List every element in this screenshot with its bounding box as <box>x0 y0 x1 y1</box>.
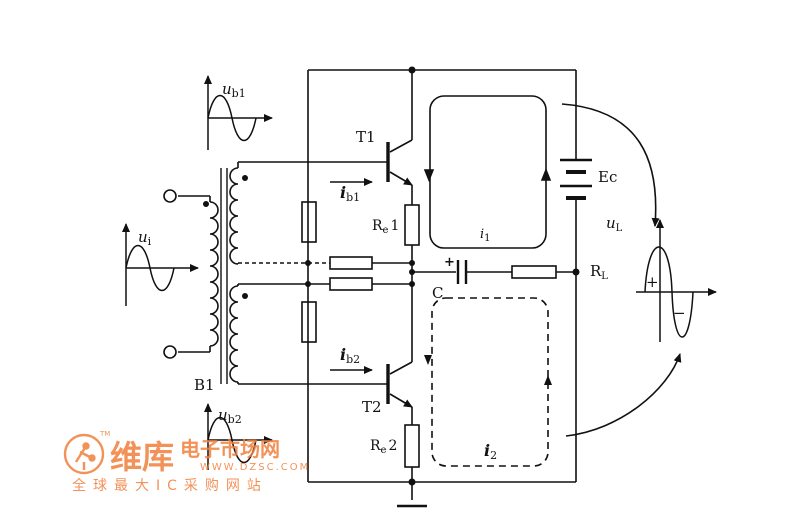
label-t2: T2 <box>362 398 382 416</box>
waveform-ui <box>122 223 199 306</box>
watermark: 维库 电子市场网 TM WWW.DZSC.COM 全球最大IC采购网站 <box>63 430 310 494</box>
label-ib2: ib2 <box>340 345 360 366</box>
label-i2: i2 <box>484 441 497 462</box>
resistor-re2 <box>404 424 420 468</box>
label-ub2: ub2 <box>218 406 242 426</box>
label-ul: uL <box>606 214 623 234</box>
junction-dots <box>203 66 580 486</box>
bias-resistor-lower <box>301 301 317 343</box>
watermark-tm: TM <box>99 430 110 438</box>
label-ec: Ec <box>598 168 617 186</box>
resistor-re1 <box>404 204 420 246</box>
watermark-url: WWW.DZSC.COM <box>200 462 310 473</box>
waveform-ul <box>636 219 717 342</box>
watermark-slogan: 全球最大IC采购网站 <box>72 477 268 494</box>
label-minus: − <box>673 304 686 322</box>
label-ui: ui <box>138 228 152 248</box>
label-rl: RL <box>590 262 608 282</box>
transistor-t2 <box>238 298 413 425</box>
waveform-ub1 <box>204 75 273 150</box>
watermark-brand: 维库 <box>110 438 174 476</box>
curve-arrow-upper <box>561 103 660 227</box>
label-b1: B1 <box>194 376 215 394</box>
curve-arrow-lower <box>565 353 682 437</box>
current-loop-i1 <box>423 95 552 249</box>
watermark-brand-rest: 电子市场网 <box>180 437 280 461</box>
transformer-b1 <box>178 162 239 384</box>
bias-resistor-upper <box>301 201 317 243</box>
terminals <box>163 189 177 359</box>
label-ub1: ub1 <box>222 80 246 100</box>
label-i1: i1 <box>480 227 491 244</box>
label-cap-plus: + <box>444 255 455 270</box>
waveform-ub2 <box>204 403 273 470</box>
transistor-t1 <box>238 70 413 205</box>
watermark-logo-icon <box>63 433 105 475</box>
label-t1: T1 <box>356 128 376 146</box>
label-plus: + <box>646 273 659 291</box>
middle-resistor-upper <box>329 256 373 270</box>
label-ib1: ib1 <box>340 183 360 204</box>
battery-ec <box>560 150 592 205</box>
current-loop-i2 <box>431 297 549 467</box>
load-resistor-rl <box>511 265 557 279</box>
label-c: C <box>432 284 443 302</box>
capacitor-c <box>456 260 512 284</box>
middle-resistor-lower <box>329 277 373 291</box>
